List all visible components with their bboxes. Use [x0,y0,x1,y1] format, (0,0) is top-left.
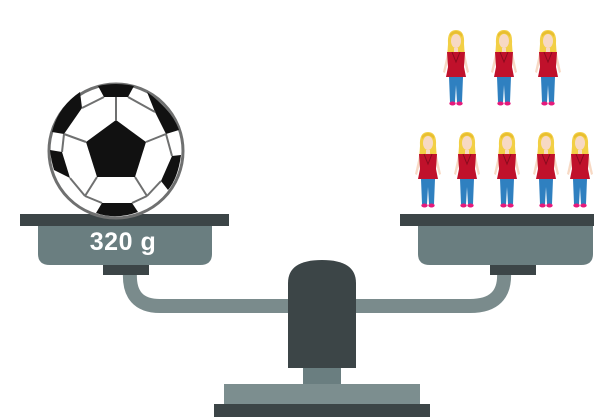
right-pan-bowl [418,224,593,265]
doll-figure [415,132,441,208]
right-pan-top [400,214,594,226]
doll-figure [567,132,593,208]
scale-base-block [224,384,420,404]
scale-base-plate [214,404,430,417]
right-pan-connector [490,264,536,275]
doll-figures [415,30,593,208]
scale-pillar [288,260,356,368]
doll-figure [535,30,561,106]
doll-figure [454,132,480,208]
doll-figure [443,30,469,106]
doll-figure [533,132,559,208]
left-pan-connector [103,264,149,275]
soccer-ball-icon [49,84,183,218]
doll-figure [491,30,517,106]
doll-figure [494,132,520,208]
weight-label: 320 g [38,228,208,257]
